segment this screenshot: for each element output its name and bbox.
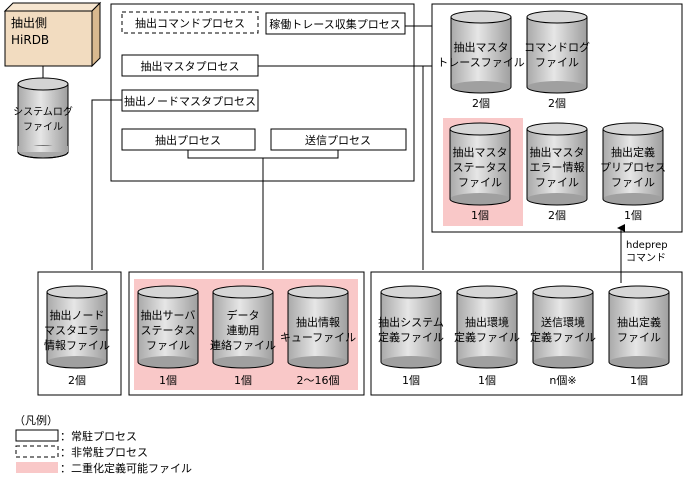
file-send-env-def-count: n個※ xyxy=(549,374,576,387)
file-command-log-label-1: コマンドログ xyxy=(524,40,590,54)
node-master-process-label: 抽出ノードマスタプロセス xyxy=(124,94,256,108)
file-node-error-label-2: マスタエラー xyxy=(44,324,110,337)
file-node-error-label-3: 情報ファイル xyxy=(44,339,110,352)
legend-nonresident-swatch xyxy=(15,445,59,458)
file-data-link-label-1: データ xyxy=(227,308,260,322)
file-preprocess-def-count: 1個 xyxy=(624,209,642,222)
file-server-status-label-2: ステータス xyxy=(141,324,196,337)
file-master-error-label-2: エラー情報 xyxy=(530,161,585,174)
file-extract-queue-count: 2～16個 xyxy=(297,374,340,387)
file-server-status-label-1: 抽出サーバ xyxy=(141,308,196,322)
file-preprocess-def-label-1: 抽出定義 xyxy=(611,145,655,159)
file-master-error-label-3: ファイル xyxy=(535,176,579,189)
source-db-line2: HiRDB xyxy=(11,33,49,47)
file-master-status-label-3: ファイル xyxy=(458,176,502,189)
file-master-error-count: 2個 xyxy=(548,209,566,222)
file-env-def-label-2: 定義ファイル xyxy=(454,330,520,344)
file-data-link-count: 1個 xyxy=(234,374,252,387)
source-hirdb-box: 抽出側 HiRDB xyxy=(3,1,102,68)
file-extract-def-label-2: ファイル xyxy=(617,331,661,344)
file-server-status-count: 1個 xyxy=(159,374,177,387)
legend-title: （凡例） xyxy=(14,413,58,427)
node-master-to-error-line xyxy=(91,99,122,270)
file-send-env-def-label-1: 送信環境 xyxy=(541,315,585,329)
file-extract-queue-label-1: 抽出情報 xyxy=(296,315,340,329)
trace-process-box xyxy=(265,12,406,35)
legend-nonresident: ：非常駐プロセス xyxy=(60,445,148,459)
source-db-line1: 抽出側 xyxy=(11,16,47,30)
file-data-link-label-3: 連絡ファイル xyxy=(210,338,276,352)
file-server-status-label-3: ファイル xyxy=(146,339,190,352)
hdeprep-label-sub: コマンド xyxy=(626,253,666,264)
file-send-env-def-label-2: 定義ファイル xyxy=(530,330,596,344)
command-process-label: 抽出コマンドプロセス xyxy=(135,16,245,30)
system-log-line1: システムログ xyxy=(13,105,73,118)
file-env-def-count: 1個 xyxy=(478,374,496,387)
file-preprocess-def-label-2: プリプロセス xyxy=(600,161,666,174)
file-env-def-label-1: 抽出環境 xyxy=(465,315,509,329)
file-preprocess-def-label-3: ファイル xyxy=(611,176,655,189)
system-log-line2: ファイル xyxy=(23,122,63,133)
file-master-trace-label-1: 抽出マスタ xyxy=(454,40,509,54)
file-master-status-label-2: ステータス xyxy=(453,161,508,174)
file-node-error-label-1: 抽出ノード xyxy=(50,308,105,322)
file-master-trace-count: 2個 xyxy=(472,97,490,110)
file-data-link-label-2: 連動用 xyxy=(227,323,260,337)
file-extract-def-label-1: 抽出定義 xyxy=(617,315,661,329)
legend-resident: ：常駐プロセス xyxy=(60,429,137,443)
send-process-label: 送信プロセス xyxy=(305,133,371,147)
file-extract-queue-label-2: キューファイル xyxy=(280,331,356,344)
file-extract-def-count: 1個 xyxy=(630,374,648,387)
file-system-def-label-1: 抽出システム xyxy=(378,315,444,329)
file-master-trace-label-2: トレースファイル xyxy=(437,56,524,69)
system-log-file: システムログ ファイル xyxy=(13,77,73,159)
master-process-label: 抽出マスタプロセス xyxy=(141,59,240,73)
legend-resident-swatch xyxy=(15,429,59,442)
hdeprep-label: hdeprep xyxy=(626,240,668,251)
file-master-status-label-1: 抽出マスタ xyxy=(453,145,508,159)
file-system-def-label-2: 定義ファイル xyxy=(378,330,444,344)
file-system-def-count: 1個 xyxy=(402,374,420,387)
legend: （凡例） ：常駐プロセス ：非常駐プロセス ：二重化定義可能ファイル xyxy=(14,413,192,475)
file-node-error-count: 2個 xyxy=(68,374,86,387)
file-cylinders: 抽出マスタトレースファイル2個コマンドログファイル2個抽出マスタステータスファイ… xyxy=(44,10,670,387)
legend-duplex: ：二重化定義可能ファイル xyxy=(60,461,192,475)
legend-duplex-swatch xyxy=(16,462,58,473)
file-master-error-label-1: 抽出マスタ xyxy=(530,145,585,159)
command-process-box xyxy=(121,11,259,34)
file-command-log-label-2: ファイル xyxy=(535,56,579,69)
file-master-status-count: 1個 xyxy=(471,209,489,222)
trace-process-label: 稼働トレース収集プロセス xyxy=(269,17,400,31)
file-command-log-count: 2個 xyxy=(548,97,566,110)
extract-process-label: 抽出プロセス xyxy=(155,133,221,147)
